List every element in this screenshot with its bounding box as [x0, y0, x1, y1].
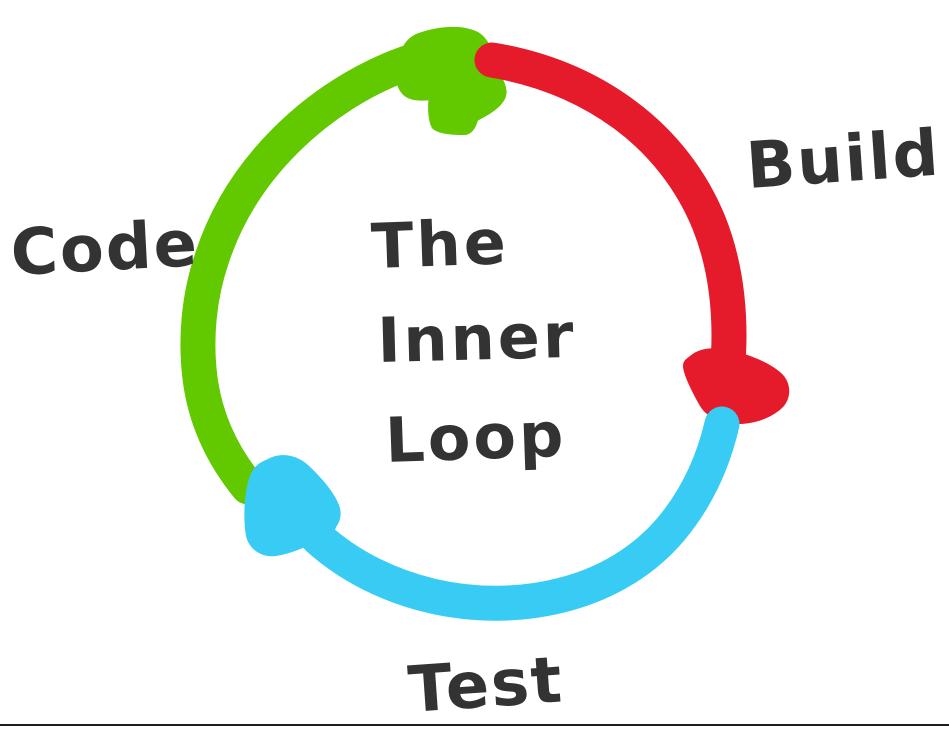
build-arrowhead-tail — [698, 349, 738, 417]
center-title-line-2: Inner — [376, 299, 577, 377]
baseline-rule — [0, 724, 949, 726]
stage-arc-build — [474, 42, 790, 424]
code-arc-stroke — [180, 45, 425, 505]
center-title-line-3: Loop — [384, 398, 568, 477]
build-arc-stroke — [474, 42, 747, 390]
center-title-line-1: The — [370, 205, 510, 283]
stage-arc-test — [244, 406, 740, 621]
test-arc-stroke — [300, 406, 740, 621]
test-arrowhead-tail — [288, 496, 337, 541]
center-title: The Inner Loop — [370, 205, 577, 477]
code-arrowhead-tail — [428, 88, 480, 135]
stage-label-code: Code — [9, 207, 201, 291]
stage-label-test: Test — [406, 643, 566, 728]
stage-label-build: Build — [744, 117, 943, 204]
